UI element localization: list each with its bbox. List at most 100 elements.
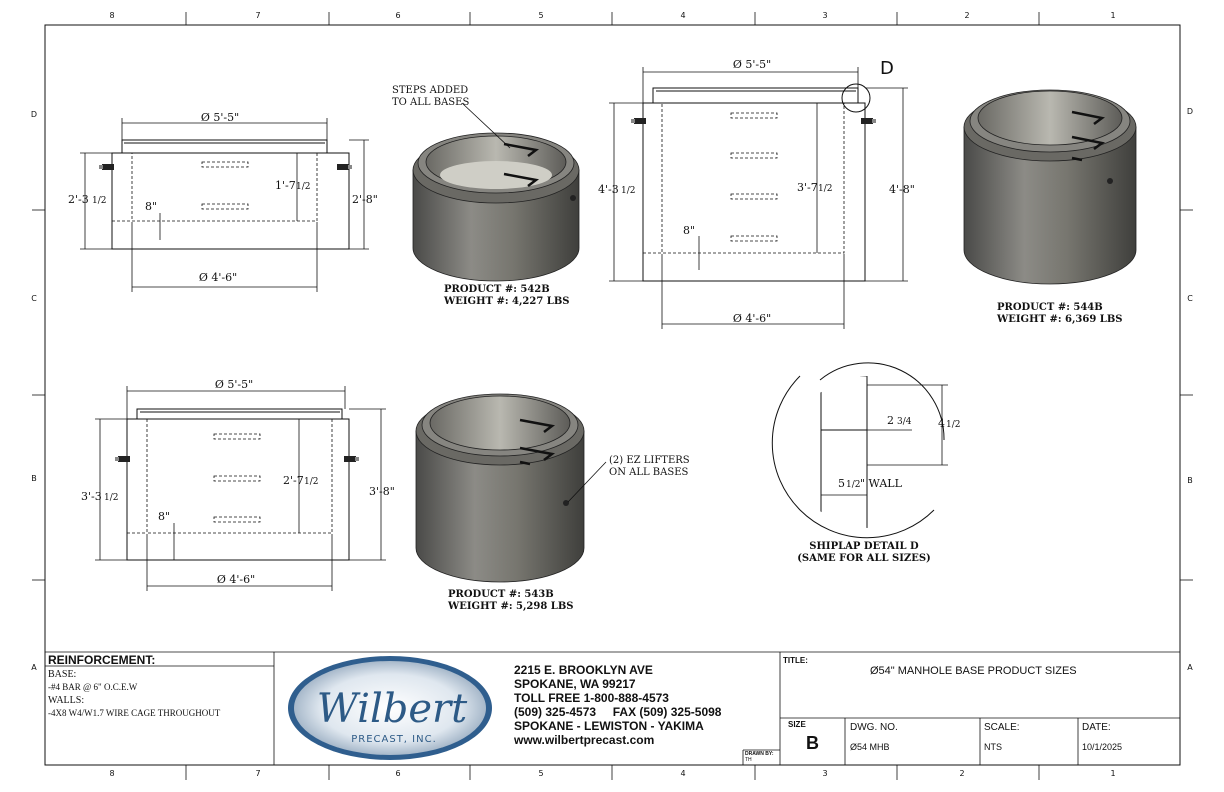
zone-col-label: 4 [680,11,685,20]
dim-bottom-diameter: Ø 4'-6" [217,573,255,586]
reinforcement-base-text: -#4 BAR @ 6" O.C.E.W [48,682,138,692]
dwg-no-label: DWG. NO. [850,722,898,733]
ez-lifter-icon [99,164,114,170]
inner-cavity [661,102,845,254]
drawn-by-label: DRAWN BY: [745,751,774,757]
zone-col-label: 3 [822,769,827,778]
zone-col-label: 7 [255,11,260,20]
dim-right-height: 3'-8" [369,485,395,498]
lifters-note-line2: ON ALL BASES [609,467,689,478]
product-number: PRODUCT #: 542B [444,284,550,295]
inner-cavity [146,418,333,534]
reinforcement-title: REINFORCEMENT: [48,653,156,667]
title-label: TITLE: [783,656,808,665]
dim-inner-height: 1'-7 [275,179,296,192]
date-value: 10/1/2025 [1082,742,1123,752]
zone-labels-left: D C B A [31,110,37,672]
zone-col-label: 8 [109,11,114,20]
step-rungs [201,161,249,210]
detail-title: SHIPLAP DETAIL D [809,541,919,552]
scale-label: SCALE: [984,722,1020,733]
detail-wall-fraction: 1/2 [846,480,860,490]
zone-row-label: B [31,474,37,483]
reinforcement-base-label: BASE: [48,669,77,680]
shiplap-detail: 2 3/4 4 1/2 5 1/2 " WALL SHIPLAP DETAIL … [771,362,960,564]
dim-inner-height: 2'-7 [283,474,304,487]
ez-lifter-icon [115,456,130,462]
dim-top-diameter: Ø 5'-5" [201,111,239,124]
top-lip [121,139,328,154]
zone-col-label: 6 [395,769,400,778]
ez-lifter-icon [631,118,646,124]
zone-row-label: A [1187,663,1193,672]
lifters-note-line1: (2) EZ LIFTERS [609,455,690,466]
zone-row-label: D [1187,107,1193,116]
section-view-544b: D Ø 5'-5" Ø 4'-6" 4'-3 1/2 4'-8" 3'-7 1/… [598,58,915,329]
address-line: 2215 E. BROOKLYN AVE [514,663,653,677]
phone-line: (509) 325-4573 FAX (509) 325-5098 [514,705,722,719]
isometric-base-543b [415,393,585,583]
detail-dim-a: 2 [887,414,894,427]
website-link[interactable]: www.wilbertprecast.com [514,733,655,747]
zone-row-label: C [1187,294,1193,303]
base-outline [126,418,350,561]
size-value: B [806,733,819,753]
isometric-base-544b [963,89,1137,285]
zone-row-label: C [31,294,37,303]
ez-lifter-icon [337,164,352,170]
dim-left-fraction: 1/2 [92,196,106,206]
detail-callout-letter: D [880,58,894,79]
zone-labels-right: D C B A [1187,107,1193,672]
ez-lifter-icon [861,118,876,124]
dim-left-height: 4'-3 [598,183,619,196]
section-view-543b: Ø 5'-5" Ø 4'-6" 3'-3 1/2 3'-8" 2'-7 1/2 … [81,378,395,591]
dim-left-fraction: 1/2 [104,493,118,503]
detail-dim-b: 4 [938,417,945,430]
detail-dim-a-fraction: 3/4 [897,417,912,427]
detail-subtitle: (SAME FOR ALL SIZES) [797,553,931,564]
dim-left-fraction: 1/2 [621,186,635,196]
scale-value: NTS [984,742,1002,752]
logo-subtitle: PRECAST, INC. [351,734,437,745]
address-line: SPOKANE, WA 99217 [514,677,636,691]
dim-bottom-diameter: Ø 4'-6" [199,271,237,284]
product-number: PRODUCT #: 544B [997,302,1103,313]
dim-left-height: 3'-3 [81,490,102,503]
top-lip [652,87,859,104]
dim-top-diameter: Ø 5'-5" [733,58,771,71]
isometric-base-542b [412,132,580,282]
product-weight: WEIGHT #: 5,298 LBS [447,601,574,612]
dim-top-diameter: Ø 5'-5" [215,378,253,391]
reinforcement-walls-label: WALLS: [48,695,85,706]
zone-col-label: 8 [109,769,114,778]
date-label: DATE: [1082,722,1111,733]
zone-col-label: 5 [538,11,543,20]
detail-dim-b-fraction: 1/2 [946,420,960,430]
zone-labels-bottom: 8 7 6 5 4 3 2 1 [109,769,1115,778]
detail-wall-label: " WALL [860,477,903,490]
step-rungs [730,112,778,242]
detail-callout-circle [841,83,871,113]
zone-row-label: D [31,110,37,119]
top-lip [136,408,343,420]
locations-line: SPOKANE - LEWISTON - YAKIMA [514,719,704,733]
step-rungs [213,433,261,523]
dim-floor-thickness: 8" [158,510,170,523]
section-view-542b: Ø 5'-5" Ø 4'-6" 2'-3 1/2 2'-8" 1'-7 1/2 … [68,111,378,292]
zone-col-label: 1 [1110,769,1115,778]
zone-col-label: 6 [395,11,400,20]
detail-wall-dim: 5 [838,477,845,490]
product-weight: WEIGHT #: 6,369 LBS [996,314,1123,325]
size-label: SIZE [788,720,806,729]
dim-inner-fraction: 1/2 [818,184,832,194]
reinforcement-walls-text: -4X8 W4/W1.7 WIRE CAGE THROUGHOUT [48,708,221,718]
dim-inner-fraction: 1/2 [296,182,310,192]
zone-col-label: 3 [822,11,827,20]
zone-col-label: 1 [1110,11,1115,20]
wilbert-logo: Wilbert PRECAST, INC. [288,656,492,760]
zone-row-label: A [31,663,37,672]
dim-floor-thickness: 8" [683,224,695,237]
dim-inner-height: 3'-7 [797,181,818,194]
zone-col-label: 2 [959,769,964,778]
